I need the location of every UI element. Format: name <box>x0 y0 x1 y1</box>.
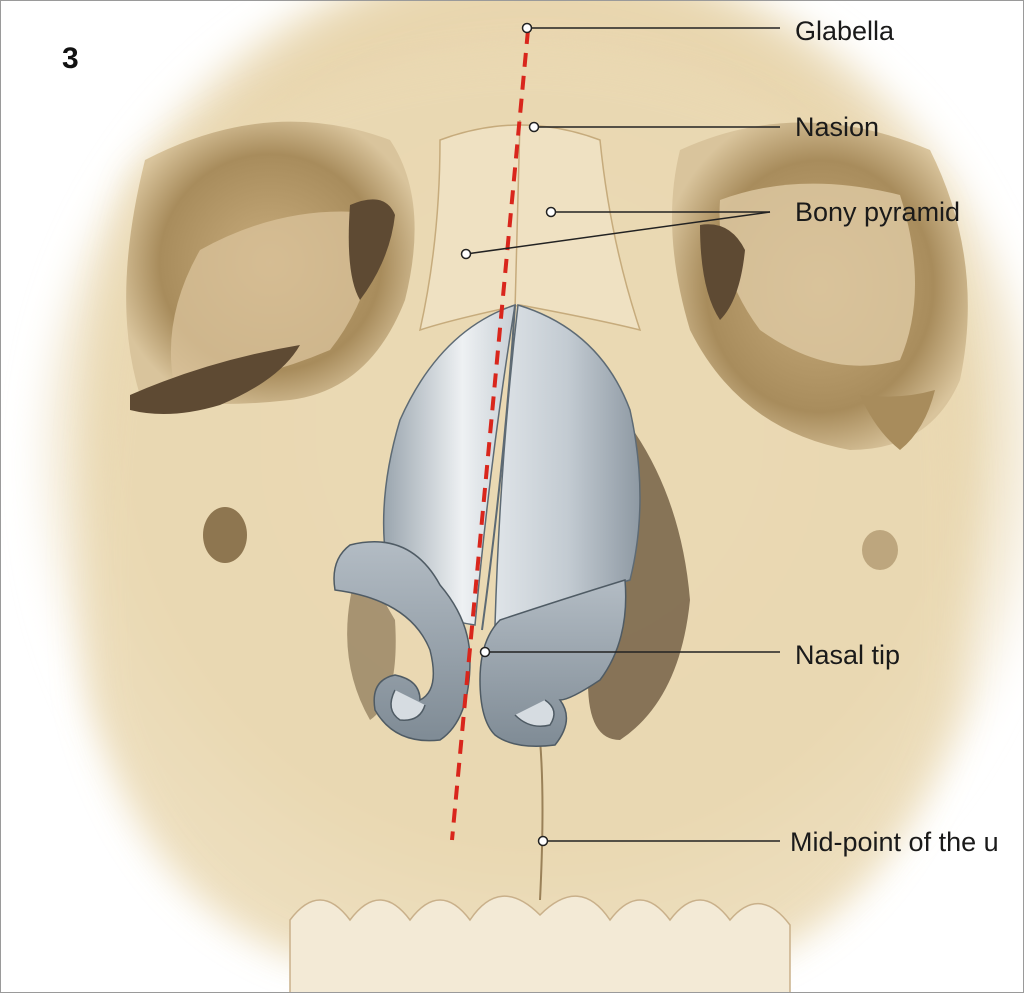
left-orbit <box>126 121 415 414</box>
bony-pyramid-point-right <box>545 206 557 218</box>
maxilla <box>203 507 898 901</box>
facial-midline <box>450 29 530 841</box>
glabella-point <box>521 22 533 34</box>
nasal-bone <box>418 119 642 332</box>
label-nasion: Nasion <box>795 112 879 142</box>
label-glabella: Glabella <box>795 16 895 46</box>
bony-pyramid-point-left <box>460 248 472 260</box>
label-nasal-tip: Nasal tip <box>795 640 900 670</box>
alar-cartilage <box>333 541 627 747</box>
panel-number: 3 <box>62 42 79 75</box>
label-mid-point: Mid-point of the u <box>790 827 999 857</box>
label-bony-pyramid: Bony pyramid <box>795 197 960 227</box>
leader-lines <box>460 22 780 847</box>
right-orbit <box>672 122 968 450</box>
nasion-point <box>528 121 540 133</box>
nasal-tip-point <box>479 646 491 658</box>
nasal-cartilage <box>382 303 641 631</box>
teeth <box>289 895 791 993</box>
mid-point-point <box>537 835 549 847</box>
